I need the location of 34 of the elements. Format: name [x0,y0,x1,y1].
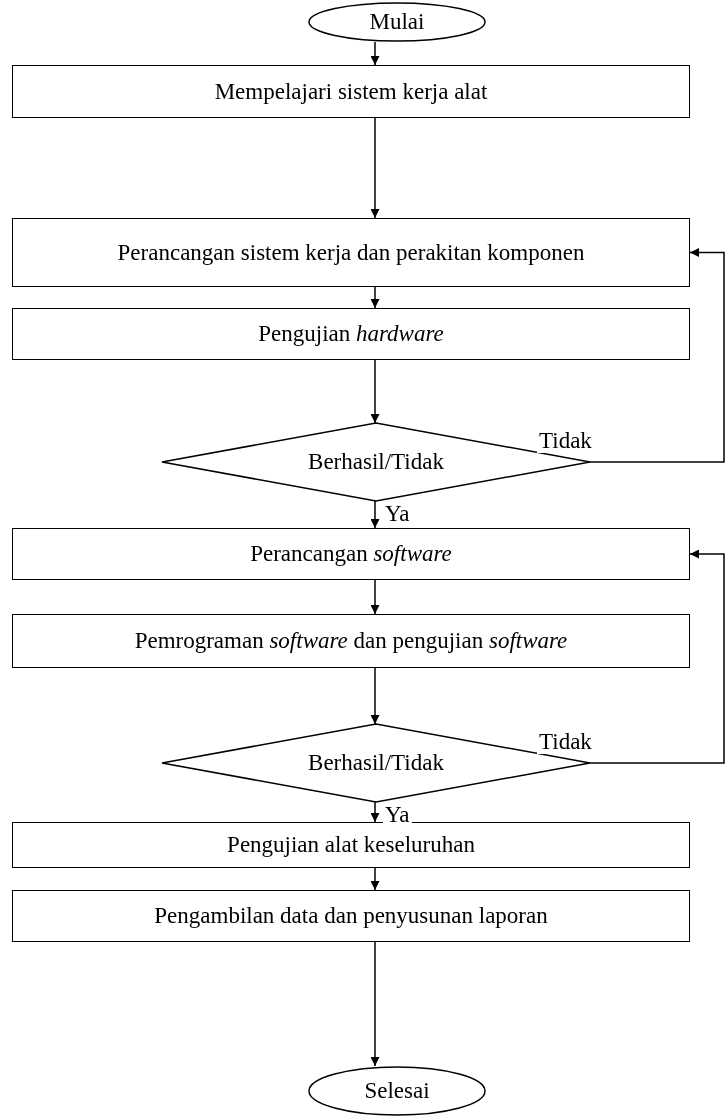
arrow [370,867,380,891]
arrow [370,579,380,615]
terminator-ellipse [308,1066,486,1116]
process-box [12,218,690,287]
arrow [370,41,380,66]
step-text: Selesai [364,1078,430,1104]
step-text: Pengujian alat keseluruhan [227,832,475,858]
process-box [12,890,690,942]
step-text: Perancangan sistem kerja dan perakitan komponen [117,239,585,266]
decision-diamond [162,423,590,501]
arrow [370,941,380,1067]
terminator-ellipse [308,2,486,42]
arrow [370,117,380,219]
process-box [12,614,690,668]
process-box [12,308,690,360]
step-text: Pemrograman software dan pengujian software [134,628,568,654]
arrow [370,286,380,309]
process-box [12,528,690,580]
arrow [589,248,725,463]
step-text: Perancangan software [250,541,452,567]
decision-diamond [162,724,590,802]
step-text: Pengujian hardware [258,321,444,347]
arrow [370,667,380,725]
step-text: Pengambilan data dan penyusunan laporan [154,903,548,929]
arrow [370,500,380,529]
process-box [12,65,690,118]
step-text: Mulai [369,9,425,35]
step-text: Berhasil/Tidak [308,750,444,776]
arrow [370,801,380,823]
step-text: Mempelajari sistem kerja alat [214,78,488,105]
step-text: Berhasil/Tidak [308,449,444,475]
process-box [12,822,690,868]
arrow [370,359,380,424]
arrow [589,549,725,764]
